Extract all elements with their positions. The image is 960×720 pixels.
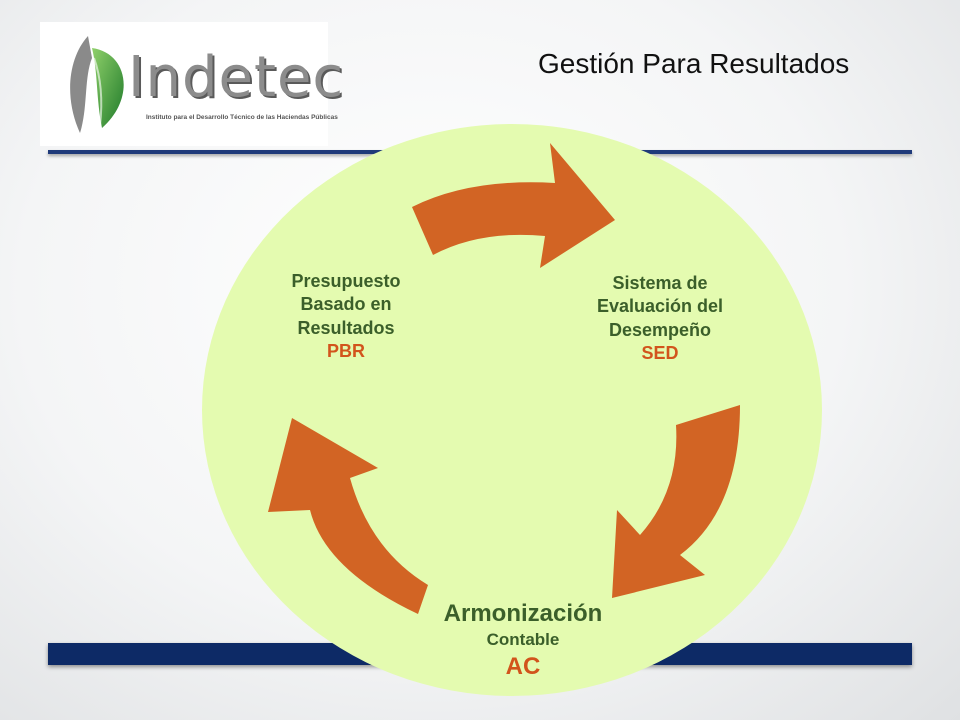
logo-wordmark: Indetec — [128, 45, 345, 110]
node-sed: Sistema de Evaluación del Desempeño SED — [570, 272, 750, 366]
page-title: Gestión Para Resultados — [538, 48, 850, 79]
indetec-logo: Indetec Instituto para el Desarrollo Téc… — [40, 22, 343, 146]
node-ac: Armonización Contable AC — [418, 598, 628, 682]
node-sed-line: Sistema de — [612, 273, 708, 293]
node-pbr-line: Basado en — [300, 294, 392, 315]
node-ac-acronym: AC — [505, 653, 541, 681]
node-sed-acronym: SED — [641, 343, 679, 364]
node-pbr-acronym: PBR — [326, 341, 365, 362]
cycle-arrow-icon — [268, 418, 428, 614]
node-sed-line: Desempeño — [608, 319, 712, 340]
node-ac-main: Armonización — [443, 600, 603, 627]
cycle-arrow-icon — [412, 143, 615, 268]
cycle-arrow-icon — [612, 405, 740, 598]
logo-tagline: Instituto para el Desarrollo Técnico de … — [146, 114, 338, 121]
node-ac-sub: Contable — [486, 630, 560, 650]
node-pbr-line: Resultados — [297, 317, 395, 338]
leaf-logo-icon — [70, 36, 124, 133]
node-pbr: Presupuesto Basado en Resultados PBR — [256, 270, 436, 364]
node-sed-line: Evaluación del — [596, 296, 724, 317]
node-pbr-line: Presupuesto — [291, 271, 401, 291]
